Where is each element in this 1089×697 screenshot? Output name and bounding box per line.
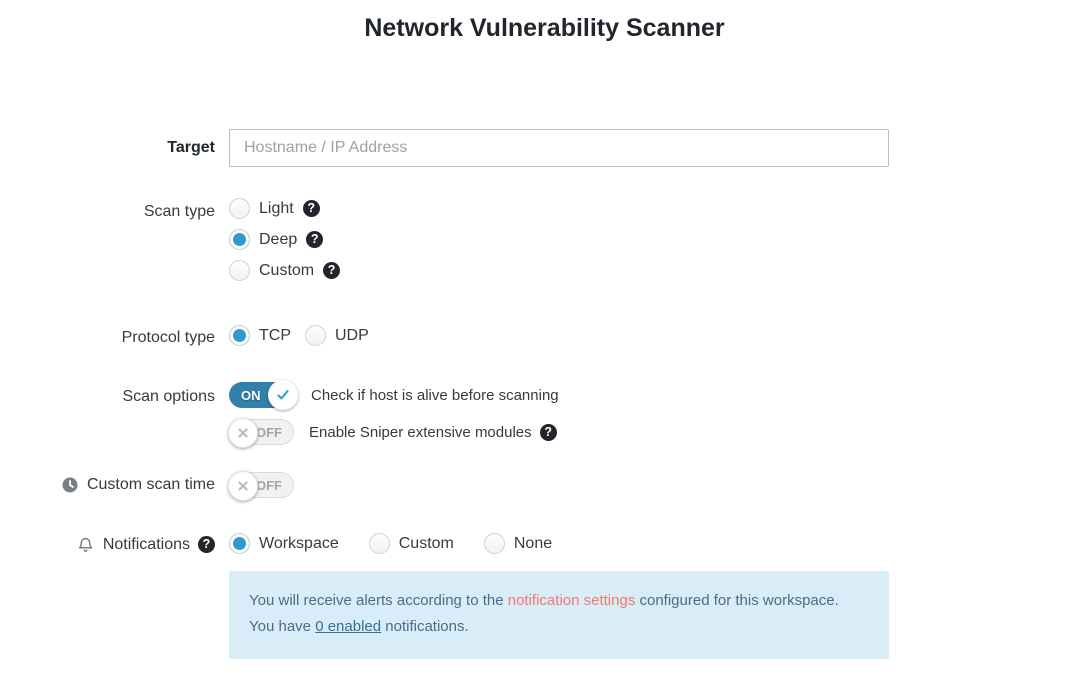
radio-unchecked-icon[interactable] bbox=[229, 198, 250, 219]
radio-unchecked-icon[interactable] bbox=[368, 533, 390, 554]
protocol-option-tcp[interactable]: TCP bbox=[229, 325, 291, 346]
bell-icon bbox=[76, 535, 95, 554]
protocol-option-udp[interactable]: UDP bbox=[305, 325, 369, 346]
notifications-option-label: Workspace bbox=[259, 535, 339, 552]
info-text: You will receive alerts according to the bbox=[249, 592, 508, 609]
sniper-modules-toggle[interactable]: OFF bbox=[228, 418, 294, 448]
help-icon[interactable]: ? bbox=[323, 262, 341, 279]
check-icon bbox=[275, 387, 291, 403]
sniper-modules-toggle-row: OFF Enable Sniper extensive modules ? bbox=[228, 417, 557, 448]
toggle-on-label: ON bbox=[241, 387, 261, 403]
toggle-knob[interactable] bbox=[268, 380, 298, 410]
protocol-type-radio-group: TCP UDP bbox=[229, 325, 369, 346]
notifications-option-workspace[interactable]: Workspace bbox=[229, 533, 339, 554]
help-icon[interactable]: ? bbox=[302, 200, 320, 217]
notifications-info-box: You will receive alerts according to the… bbox=[229, 571, 889, 659]
radio-unchecked-icon[interactable] bbox=[229, 260, 250, 281]
toggle-off-label: OFF bbox=[256, 477, 282, 493]
custom-scan-time-label: Custom scan time bbox=[61, 474, 215, 495]
x-icon bbox=[236, 479, 250, 493]
toggle-off-label: OFF bbox=[256, 424, 282, 440]
info-text: configured for this workspace. bbox=[635, 592, 839, 609]
radio-checked-icon[interactable] bbox=[229, 533, 250, 554]
protocol-type-label: Protocol type bbox=[121, 329, 215, 346]
notifications-option-label: None bbox=[513, 535, 553, 552]
scan-type-radio-group: Light ? Deep ? Custom ? bbox=[229, 198, 341, 281]
host-alive-toggle-text: Check if host is alive before scanning bbox=[311, 386, 559, 404]
radio-unchecked-icon[interactable] bbox=[305, 325, 326, 346]
target-label: Target bbox=[167, 139, 215, 156]
help-icon[interactable]: ? bbox=[539, 423, 557, 441]
notifications-option-label: Custom bbox=[398, 535, 454, 552]
host-alive-toggle-row: ON Check if host is alive before scannin… bbox=[229, 380, 559, 410]
host-alive-toggle[interactable]: ON bbox=[229, 380, 298, 410]
enabled-notifications-link[interactable]: 0 enabled bbox=[315, 618, 382, 635]
custom-scan-time-toggle[interactable]: OFF bbox=[228, 471, 294, 501]
help-icon[interactable]: ? bbox=[306, 231, 324, 248]
notification-settings-link[interactable]: notification settings bbox=[507, 592, 636, 609]
x-icon bbox=[236, 426, 250, 440]
help-icon[interactable]: ? bbox=[198, 536, 215, 553]
sniper-modules-toggle-text: Enable Sniper extensive modules bbox=[309, 423, 532, 441]
custom-scan-time-toggle-row: OFF bbox=[228, 470, 294, 501]
custom-scan-time-label-text: Custom scan time bbox=[86, 476, 215, 493]
scan-type-option-deep[interactable]: Deep ? bbox=[229, 229, 340, 250]
scan-options-label: Scan options bbox=[122, 388, 215, 405]
target-input[interactable] bbox=[229, 129, 889, 167]
notifications-option-none[interactable]: None bbox=[483, 533, 553, 554]
toggle-knob[interactable] bbox=[228, 418, 258, 448]
scan-type-option-label: Deep bbox=[259, 231, 298, 248]
clock-icon bbox=[61, 476, 79, 494]
toggle-knob[interactable] bbox=[228, 471, 258, 501]
scan-type-label: Scan type bbox=[143, 203, 215, 220]
notifications-label-text: Notifications bbox=[102, 536, 190, 553]
scan-type-option-custom[interactable]: Custom ? bbox=[229, 260, 341, 281]
info-text: You have bbox=[249, 618, 316, 635]
radio-unchecked-icon[interactable] bbox=[483, 533, 505, 554]
notifications-radio-group: Workspace Custom None bbox=[229, 533, 552, 554]
radio-checked-icon[interactable] bbox=[229, 325, 250, 346]
radio-checked-icon[interactable] bbox=[229, 229, 250, 250]
scan-type-option-light[interactable]: Light ? bbox=[229, 198, 340, 219]
notifications-option-custom[interactable]: Custom bbox=[368, 533, 454, 554]
notifications-label: Notifications ? bbox=[76, 534, 215, 555]
protocol-option-label: TCP bbox=[259, 327, 291, 344]
scan-type-option-label: Light bbox=[259, 200, 294, 217]
protocol-option-label: UDP bbox=[335, 327, 369, 344]
scan-type-option-label: Custom bbox=[259, 262, 315, 279]
page-title: Network Vulnerability Scanner bbox=[364, 14, 725, 42]
info-text: notifications. bbox=[381, 618, 469, 635]
